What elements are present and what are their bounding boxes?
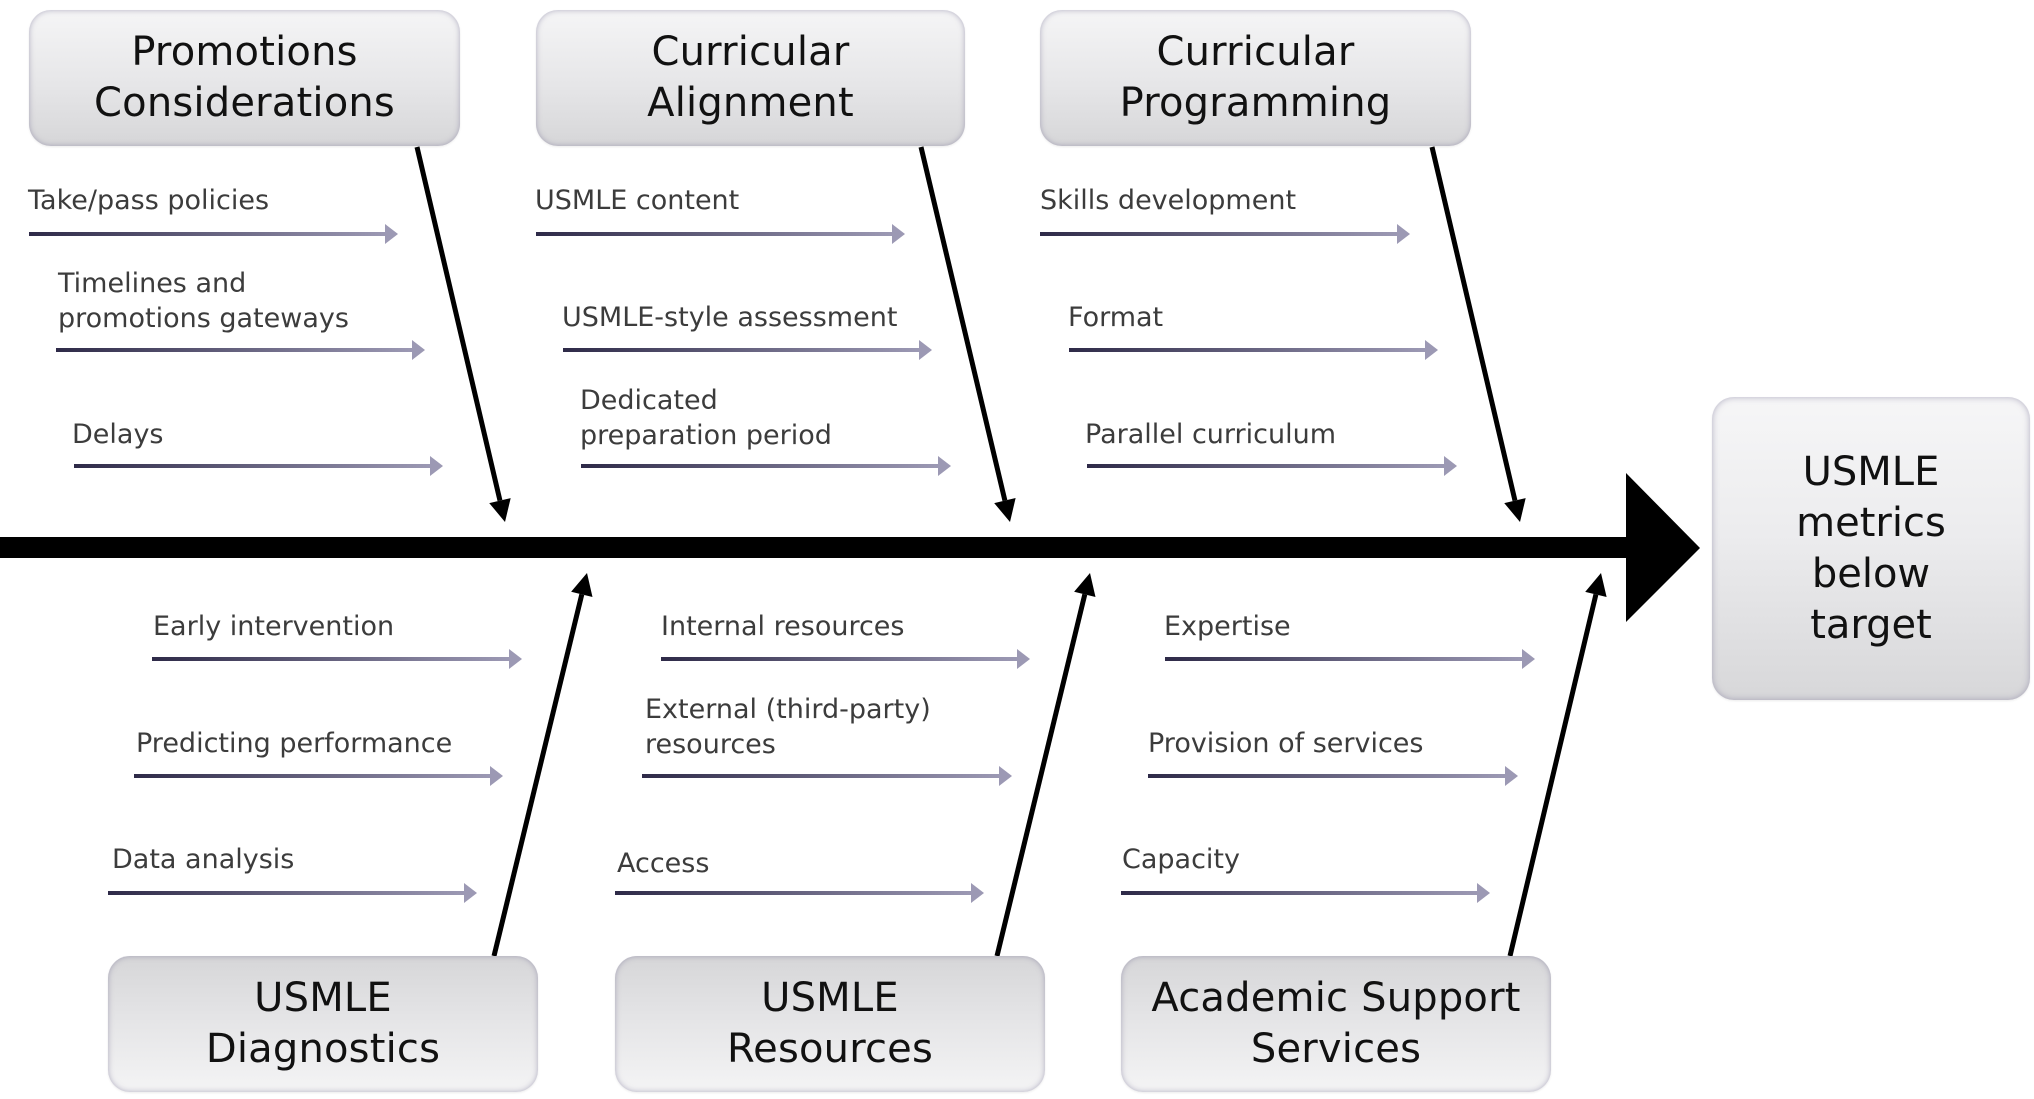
cause-label: External (third-party) resources <box>645 694 931 760</box>
cause-arrowhead <box>430 456 443 476</box>
cause-arrow-curricular-alignment-0 <box>536 232 893 236</box>
category-branch-arrowhead <box>1585 573 1607 597</box>
category-branch-arrowhead <box>571 573 593 597</box>
cause-arrowhead <box>1522 649 1535 669</box>
cause-arrow-academic-support-0 <box>1165 657 1523 661</box>
cause-arrow-curricular-programming-0 <box>1040 232 1398 236</box>
cause-label: Early intervention <box>153 611 395 642</box>
category-branch-arrowhead <box>1074 573 1096 597</box>
category-branch-usmle-diagnostics <box>491 593 585 957</box>
category-branch-curricular-programming <box>1429 146 1518 502</box>
cause-label: Parallel curriculum <box>1085 419 1337 450</box>
cause-arrowhead <box>938 456 951 476</box>
cause-arrow-usmle-diagnostics-1 <box>134 774 491 778</box>
cause-arrow-curricular-programming-1 <box>1069 348 1426 352</box>
spine-shaft <box>0 537 1628 558</box>
cause-arrowhead <box>999 766 1012 786</box>
cause-arrow-usmle-resources-1 <box>642 774 1000 778</box>
cause-label: Skills development <box>1040 185 1297 216</box>
spine-arrowhead <box>1626 473 1700 622</box>
cause-label: Capacity <box>1122 844 1240 875</box>
category-box-curricular-programming: Curricular Programming <box>1040 10 1471 146</box>
cause-arrow-academic-support-1 <box>1148 774 1506 778</box>
cause-label: Predicting performance <box>136 728 453 759</box>
category-branch-curricular-alignment <box>918 146 1008 502</box>
cause-arrowhead <box>1444 456 1457 476</box>
cause-arrow-promotions-2 <box>74 464 431 468</box>
cause-label: USMLE content <box>535 185 740 216</box>
cause-label: Access <box>617 848 710 879</box>
cause-arrow-academic-support-2 <box>1121 891 1478 895</box>
cause-arrow-promotions-1 <box>56 348 413 352</box>
cause-label: Dedicated preparation period <box>580 385 832 451</box>
cause-arrow-curricular-alignment-2 <box>581 464 939 468</box>
effect-box: USMLE metrics below target <box>1712 397 2030 700</box>
cause-label: Provision of services <box>1148 728 1424 759</box>
cause-arrowhead <box>892 224 905 244</box>
cause-arrowhead <box>919 340 932 360</box>
cause-label: Format <box>1068 302 1164 333</box>
cause-arrowhead <box>1017 649 1030 669</box>
cause-arrowhead <box>509 649 522 669</box>
cause-label: Expertise <box>1164 611 1291 642</box>
cause-arrow-usmle-diagnostics-2 <box>108 891 465 895</box>
cause-arrowhead <box>1477 883 1490 903</box>
cause-arrow-curricular-programming-2 <box>1087 464 1445 468</box>
category-box-academic-support: Academic Support Services <box>1121 956 1551 1092</box>
cause-label: Internal resources <box>661 611 905 642</box>
category-branch-arrowhead <box>1504 498 1526 522</box>
cause-arrowhead <box>971 883 984 903</box>
category-branch-usmle-resources <box>994 593 1088 957</box>
cause-arrow-usmle-resources-2 <box>615 891 972 895</box>
category-branch-arrowhead <box>489 498 511 522</box>
cause-arrowhead <box>1425 340 1438 360</box>
category-branch-arrowhead <box>994 498 1016 522</box>
cause-arrowhead <box>490 766 503 786</box>
cause-label: Timelines and promotions gateways <box>58 268 349 334</box>
cause-label: Data analysis <box>112 844 295 875</box>
cause-arrowhead <box>385 224 398 244</box>
cause-arrow-usmle-resources-0 <box>661 657 1018 661</box>
category-box-usmle-resources: USMLE Resources <box>615 956 1045 1092</box>
cause-arrowhead <box>464 883 477 903</box>
cause-label: USMLE-style assessment <box>562 302 898 333</box>
cause-arrowhead <box>412 340 425 360</box>
category-branch-promotions <box>414 146 503 502</box>
cause-arrow-usmle-diagnostics-0 <box>152 657 510 661</box>
cause-arrow-curricular-alignment-1 <box>563 348 920 352</box>
cause-arrow-promotions-0 <box>29 232 386 236</box>
cause-label: Take/pass policies <box>28 185 270 216</box>
category-branch-academic-support <box>1507 593 1599 957</box>
cause-arrowhead <box>1397 224 1410 244</box>
category-box-curricular-alignment: Curricular Alignment <box>536 10 965 146</box>
category-box-usmle-diagnostics: USMLE Diagnostics <box>108 956 538 1092</box>
cause-label: Delays <box>72 419 164 450</box>
cause-arrowhead <box>1505 766 1518 786</box>
category-box-promotions: Promotions Considerations <box>29 10 460 146</box>
